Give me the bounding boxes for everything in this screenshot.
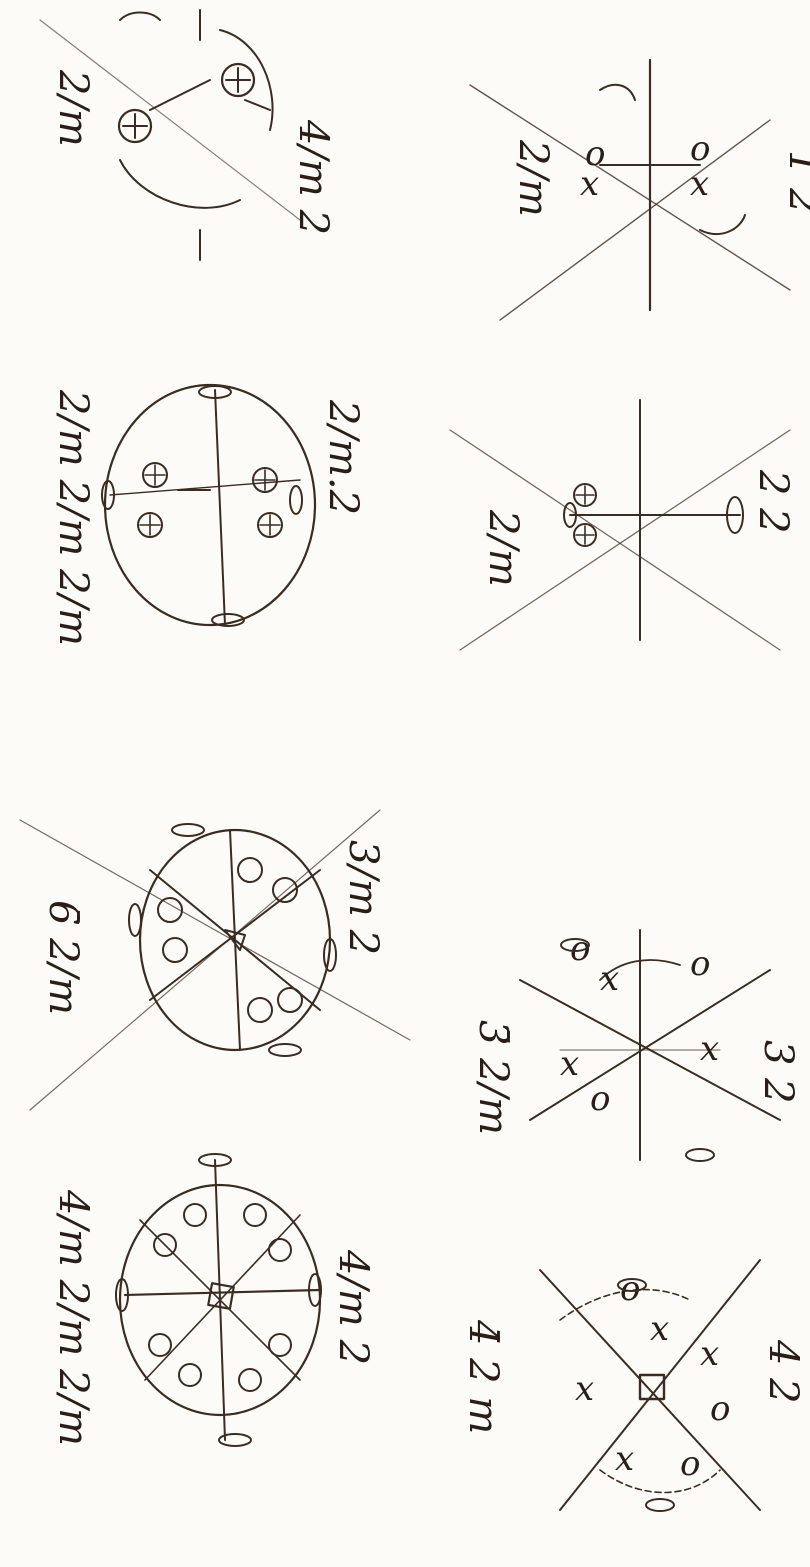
label-4bar2m: 4̄ 2 m [460,1319,506,1434]
stereogram-1: 4/m 2 2/m [39,9,336,261]
label-mmm-small: 4/m 2 [290,119,336,235]
label-4m2m2m: 4/m 2/m 2/m [50,1189,96,1446]
s6-x3: x [560,1044,579,1084]
circle-o-2: o [690,129,710,169]
s6-x2: x [700,1029,719,1069]
s8-x4: x [615,1439,634,1479]
s8-o2: o [710,1389,730,1429]
stereogram-8: o x x o x x o 4 2 4̄ 2 m [460,1259,806,1512]
label-3d: 3 2 [755,1040,801,1104]
stereogram-5: 3/m 2 6̄ 2/m [19,809,411,1111]
label-6bar2m: 6̄ 2/m [40,900,86,1015]
label-4m2: 4/m 2 [330,1249,376,1365]
label-3m2: 3/m 2 [340,840,386,955]
s6-o2: o [690,944,710,984]
stereogram-7: 4/m 2 4/m 2/m 2/m [50,1153,376,1447]
s8-x2: x [700,1334,719,1374]
label-2m-a: 2/m [50,69,96,147]
s6-x1: x [600,959,619,999]
cross-x-2: x [690,164,709,204]
label-2m2m2m: 2/m 2/m 2/m [50,389,96,646]
label-42: 4 2 [760,1339,806,1404]
circle-o: o [585,134,605,174]
label-2m-b: 2/m [510,139,556,217]
label-1bar2: 1̄ 2 [780,150,810,214]
stereogram-4: 2 2 2/m [449,399,796,651]
label-22: 2 2 [750,469,796,534]
label-2m2: 2/m.2 [320,399,366,515]
stereogram-3: 2/m.2 2/m 2/m 2/m [50,383,366,646]
label-3bar2m: 3̄ 2/m [470,1020,516,1135]
poles-s5 [157,857,303,1023]
stereogram-6: o x o x o x 3 2 3̄ 2/m [470,929,801,1162]
label-2m-c: 2/m [480,509,526,587]
stereogram-2: o x o x 1̄ 2 2/m [469,58,810,321]
cross-x: x [580,164,599,204]
poles-s3 [137,462,283,538]
s8-x3: x [575,1369,594,1409]
s6-o3: o [590,1079,610,1119]
s8-x1: x [650,1309,669,1349]
s8-o3: o [680,1444,700,1484]
poles-s7 [148,1203,292,1392]
